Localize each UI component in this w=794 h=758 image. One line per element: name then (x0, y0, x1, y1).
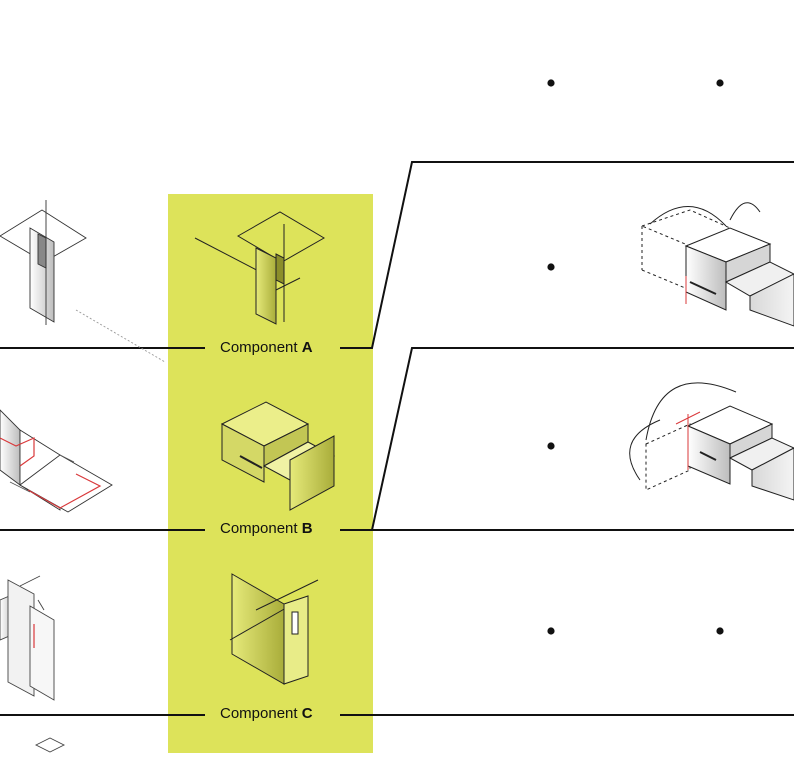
component-c-letter: C (301, 705, 313, 722)
row-line-a-right (340, 161, 794, 349)
component-a-label: Component A (214, 339, 319, 357)
dot (547, 263, 555, 271)
component-c-sketch (229, 573, 319, 685)
component-c-label: Component C (214, 705, 319, 723)
dot (547, 627, 555, 635)
component-b-label: Component B (214, 520, 319, 538)
dot-markers (547, 79, 724, 635)
dot (547, 442, 555, 450)
right-sketch-b (629, 382, 794, 501)
dot (716, 79, 724, 87)
component-a-letter: A (301, 339, 313, 356)
component-a-prefix: Component (220, 339, 298, 356)
row-line-b-right (340, 347, 794, 531)
left-sketch-c (0, 575, 66, 753)
left-sketch-b (0, 409, 113, 513)
left-sketch-a (0, 200, 166, 363)
dot (716, 627, 724, 635)
right-sketch-a (640, 202, 794, 327)
component-a-sketch (194, 211, 325, 325)
row-lines (0, 161, 794, 716)
component-c-prefix: Component (220, 705, 298, 722)
component-b-prefix: Component (220, 520, 298, 537)
component-b-sketch (220, 401, 336, 511)
dot (547, 79, 555, 87)
component-b-letter: B (301, 520, 313, 537)
